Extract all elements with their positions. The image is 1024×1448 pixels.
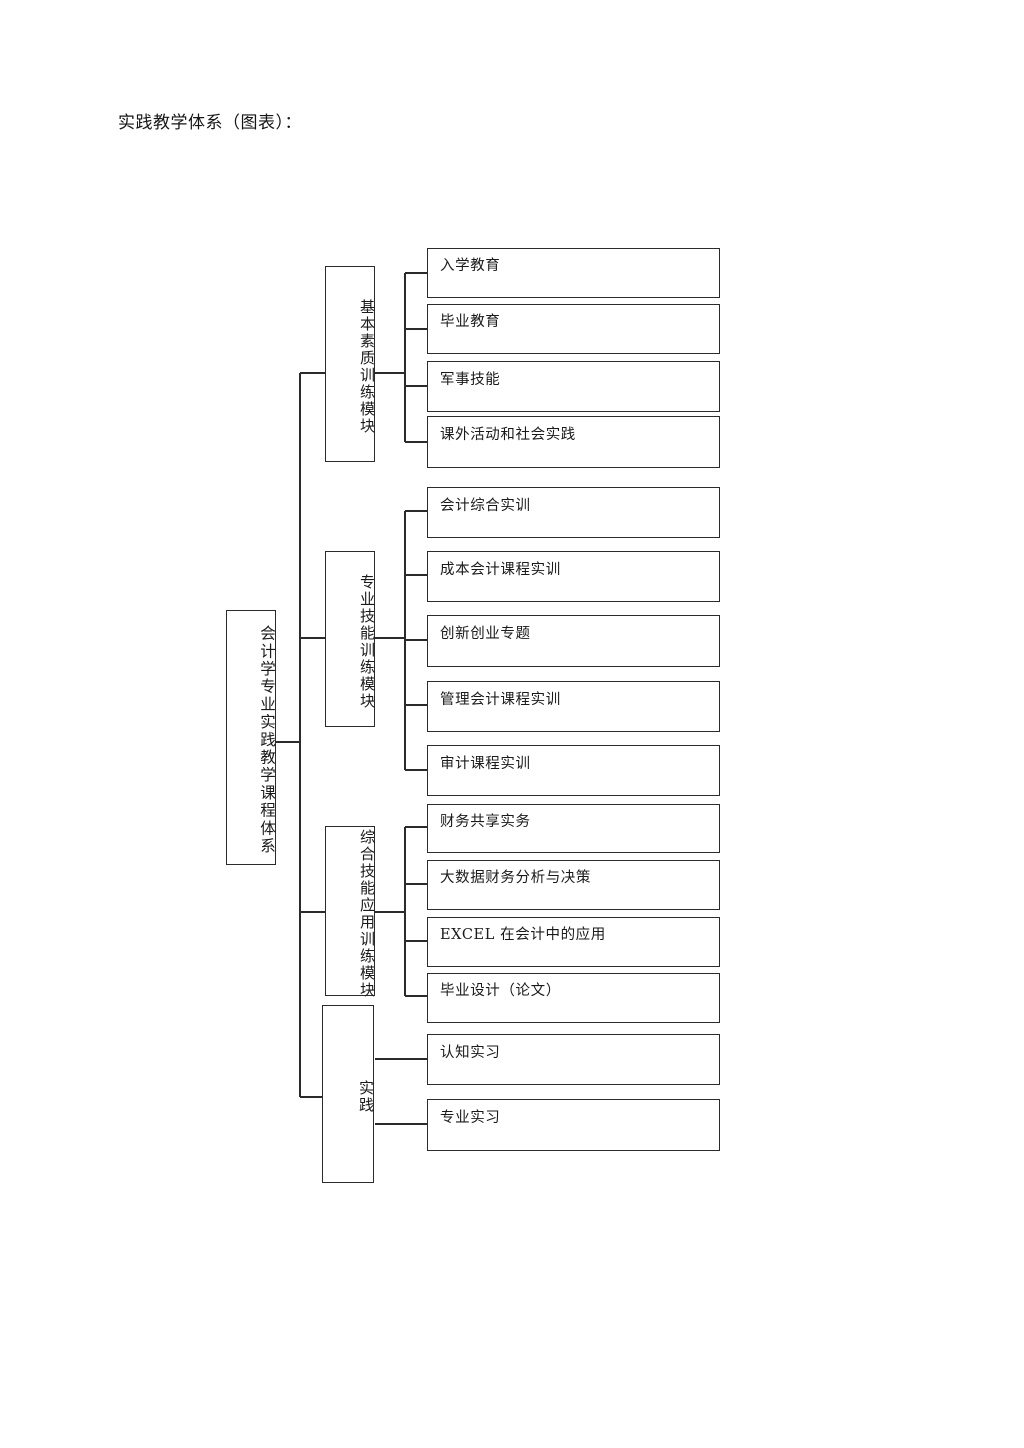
leaf-node-label: 军事技能 bbox=[440, 371, 501, 388]
module-node-label: 基本素质训练模块 bbox=[358, 299, 376, 435]
leaf-node[interactable]: 创新创业专题 bbox=[427, 615, 720, 667]
root-node[interactable]: 会计学专业实践教学课程体系 bbox=[226, 610, 276, 865]
leaf-node-label: 财务共享实务 bbox=[440, 813, 531, 830]
leaf-node[interactable]: 财务共享实务 bbox=[427, 804, 720, 853]
module-node-label: 专业技能训练模块 bbox=[358, 574, 376, 710]
leaf-node[interactable]: EXCEL 在会计中的应用 bbox=[427, 917, 720, 967]
leaf-node-label: 创新创业专题 bbox=[440, 626, 531, 643]
leaf-node-label: 专业实习 bbox=[440, 1110, 501, 1127]
module-node-professional-skill-training[interactable]: 专业技能训练模块 bbox=[325, 551, 376, 727]
leaf-node-label: 入学教育 bbox=[440, 258, 501, 275]
module-node-comprehensive-skill-application[interactable]: 综合技能应用训练模块 bbox=[325, 826, 376, 999]
leaf-node[interactable]: 入学教育 bbox=[427, 248, 720, 298]
leaf-node[interactable]: 认知实习 bbox=[427, 1034, 720, 1085]
module-node-basic-quality-training[interactable]: 基本素质训练模块 bbox=[325, 266, 376, 462]
leaf-node[interactable]: 毕业教育 bbox=[427, 304, 720, 354]
leaf-node[interactable]: 毕业设计（论文） bbox=[427, 973, 720, 1023]
leaf-node[interactable]: 专业实习 bbox=[427, 1099, 720, 1151]
leaf-node[interactable]: 大数据财务分析与决策 bbox=[427, 860, 720, 910]
leaf-node-label: 成本会计课程实训 bbox=[440, 561, 561, 578]
leaf-node[interactable]: 军事技能 bbox=[427, 361, 720, 412]
leaf-node-label: 大数据财务分析与决策 bbox=[440, 870, 591, 887]
leaf-node[interactable]: 成本会计课程实训 bbox=[427, 551, 720, 602]
module-node-label: 综合技能应用训练模块 bbox=[358, 829, 376, 999]
leaf-node-label: 审计课程实训 bbox=[440, 755, 531, 772]
leaf-node[interactable]: 课外活动和社会实践 bbox=[427, 416, 720, 468]
leaf-node[interactable]: 审计课程实训 bbox=[427, 745, 720, 796]
leaf-node-label: 会计综合实训 bbox=[440, 497, 531, 514]
leaf-node-label: 管理会计课程实训 bbox=[440, 691, 561, 708]
root-node-label: 会计学专业实践教学课程体系 bbox=[258, 625, 276, 856]
module-node-practice[interactable]: 实践 bbox=[322, 1005, 375, 1183]
leaf-node-label: EXCEL 在会计中的应用 bbox=[440, 927, 606, 944]
leaf-node-label: 毕业设计（论文） bbox=[440, 983, 561, 1000]
leaf-node[interactable]: 会计综合实训 bbox=[427, 487, 720, 538]
page-title: 实践教学体系（图表）： bbox=[118, 113, 302, 133]
leaf-node[interactable]: 管理会计课程实训 bbox=[427, 681, 720, 732]
leaf-node-label: 认知实习 bbox=[440, 1044, 501, 1061]
leaf-node-label: 课外活动和社会实践 bbox=[440, 427, 576, 444]
module-node-label: 实践 bbox=[357, 1080, 375, 1114]
leaf-node-label: 毕业教育 bbox=[440, 314, 501, 331]
